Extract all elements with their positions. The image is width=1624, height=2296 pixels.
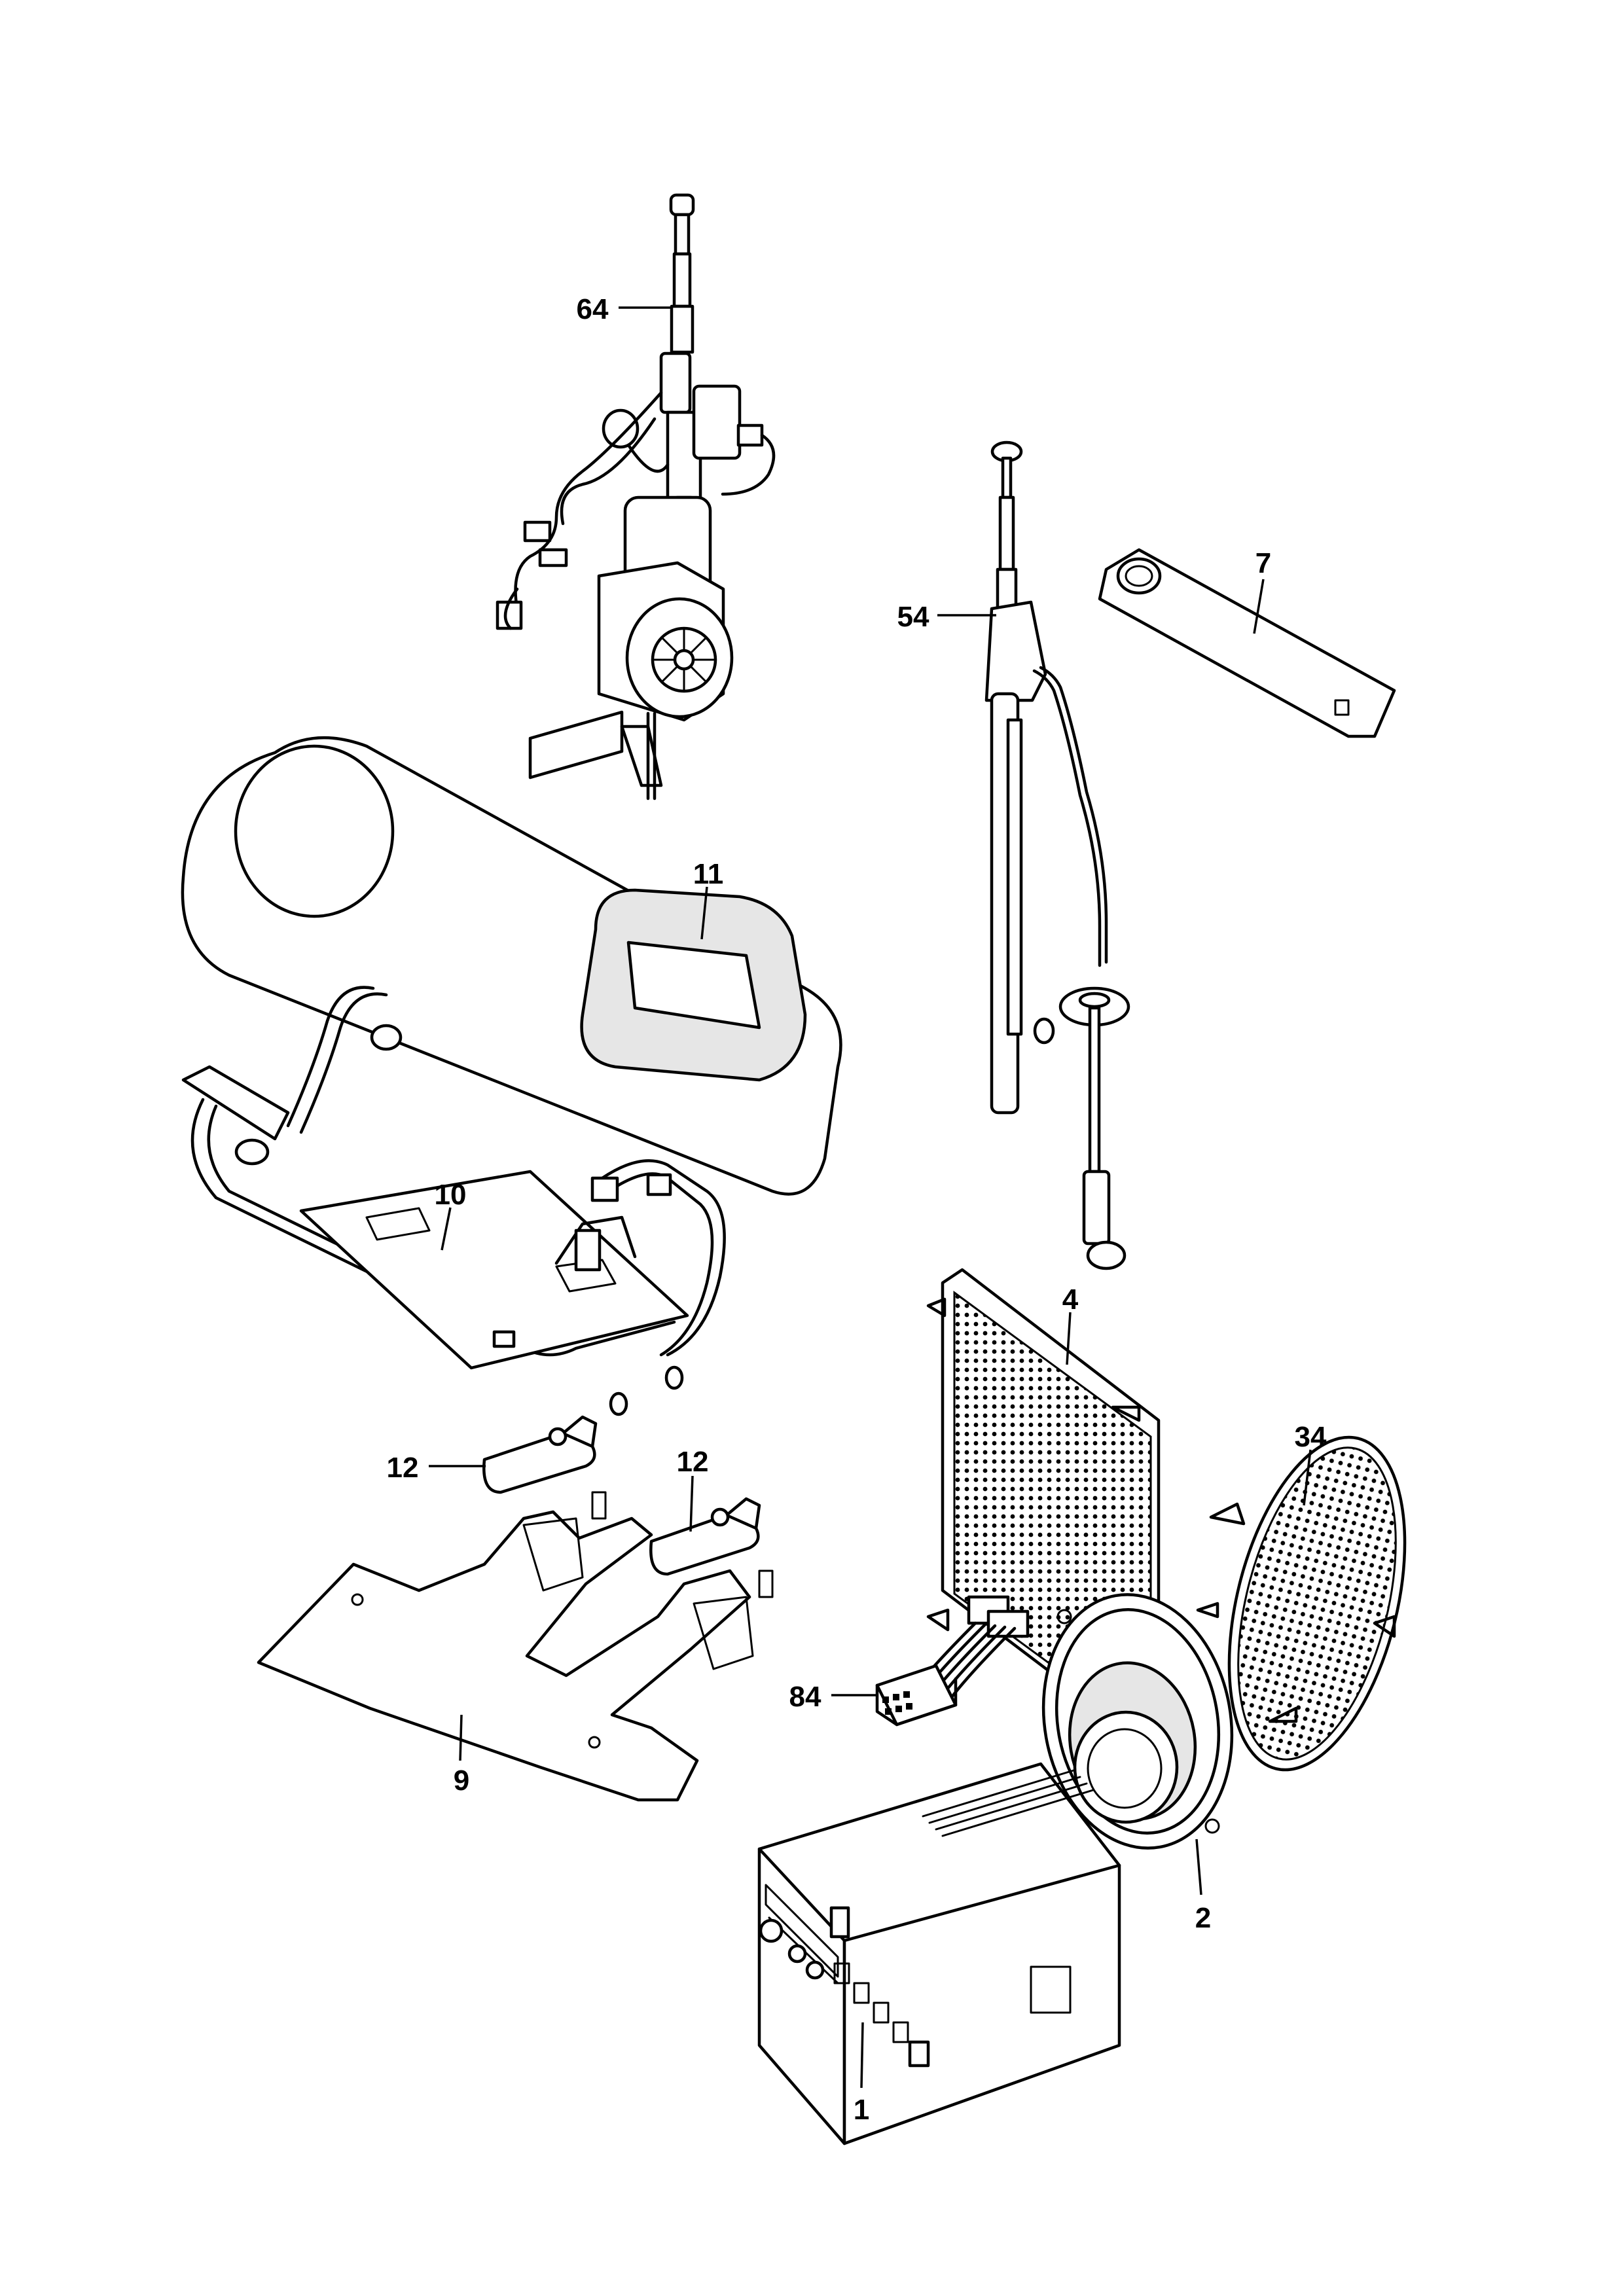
callout-label-1: 1 [854, 2094, 869, 2126]
radio-head-unit-part [757, 1762, 1121, 2145]
leader-1 [860, 2022, 864, 2089]
callout-label-64: 64 [577, 293, 609, 325]
callout-label-54: 54 [897, 601, 929, 633]
callout-label-7: 7 [1255, 547, 1271, 579]
callout-label-12a: 12 [387, 1452, 419, 1484]
leader-2 [1195, 1839, 1202, 1895]
tool-part [1098, 548, 1396, 738]
callout-label-12b: 12 [677, 1446, 709, 1478]
antenna-mast-part [984, 440, 1130, 1270]
leader-10 [441, 1207, 452, 1251]
clamp-part-right [649, 1497, 761, 1576]
speaker-part [1041, 1593, 1234, 1850]
speaker-grille-round-part [1196, 1435, 1407, 1772]
callout-label-9: 9 [454, 1765, 469, 1797]
callout-label-10: 10 [435, 1179, 467, 1211]
callout-label-11: 11 [693, 858, 724, 890]
connector-harness-part [875, 1595, 1030, 1727]
callout-label-4: 4 [1062, 1283, 1079, 1316]
leader-12b [689, 1475, 694, 1532]
fire-extinguisher-part [181, 736, 842, 1196]
leader-4 [1066, 1312, 1072, 1365]
leader-7 [1253, 579, 1265, 634]
callout-label-2: 2 [1195, 1902, 1211, 1934]
clamp-part-left [482, 1415, 598, 1494]
leader-lines [429, 306, 1312, 2089]
callout-label-34: 34 [1295, 1421, 1327, 1453]
callout-labels: 64 54 7 11 10 4 34 12 12 84 9 2 1 [387, 293, 1327, 2126]
base-plate-part [257, 1491, 774, 1802]
leader-9 [459, 1714, 463, 1761]
power-antenna-part [496, 193, 776, 800]
extinguisher-bracket-part [181, 986, 726, 1416]
leader-11 [700, 886, 708, 940]
leader-34 [1303, 1449, 1312, 1506]
callout-label-84: 84 [789, 1681, 821, 1713]
